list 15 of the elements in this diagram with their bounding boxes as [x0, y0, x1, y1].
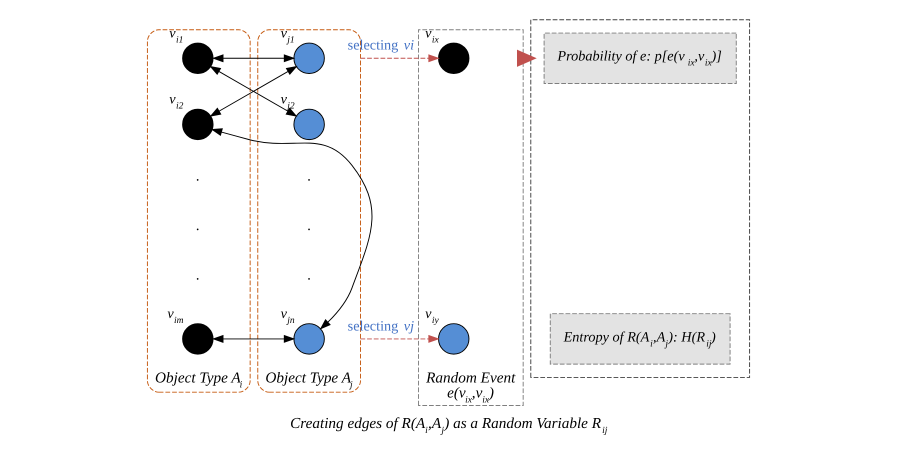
node-label: v$_{j1}$	[280, 25, 295, 46]
label: .	[307, 267, 311, 284]
node-label: v$_{i2}$	[169, 91, 184, 112]
caption: Creating edges of R(A$_{i}$,A$_{j}$) as a Random Variable R$_{ij}$	[290, 415, 608, 436]
edge-label: selecting vi	[348, 38, 414, 54]
node-label: v$_{im}$	[167, 306, 184, 326]
label: .	[307, 218, 311, 234]
node-label: v$_{jn}$	[280, 306, 295, 326]
edge-label: selecting vj	[348, 318, 414, 334]
label: .	[196, 218, 200, 234]
node-label: v$_{j2}$	[280, 91, 295, 112]
label: .	[196, 267, 200, 284]
label: .	[307, 168, 311, 185]
node-label: v$_{iy}$	[425, 306, 439, 326]
label: .	[196, 168, 200, 185]
